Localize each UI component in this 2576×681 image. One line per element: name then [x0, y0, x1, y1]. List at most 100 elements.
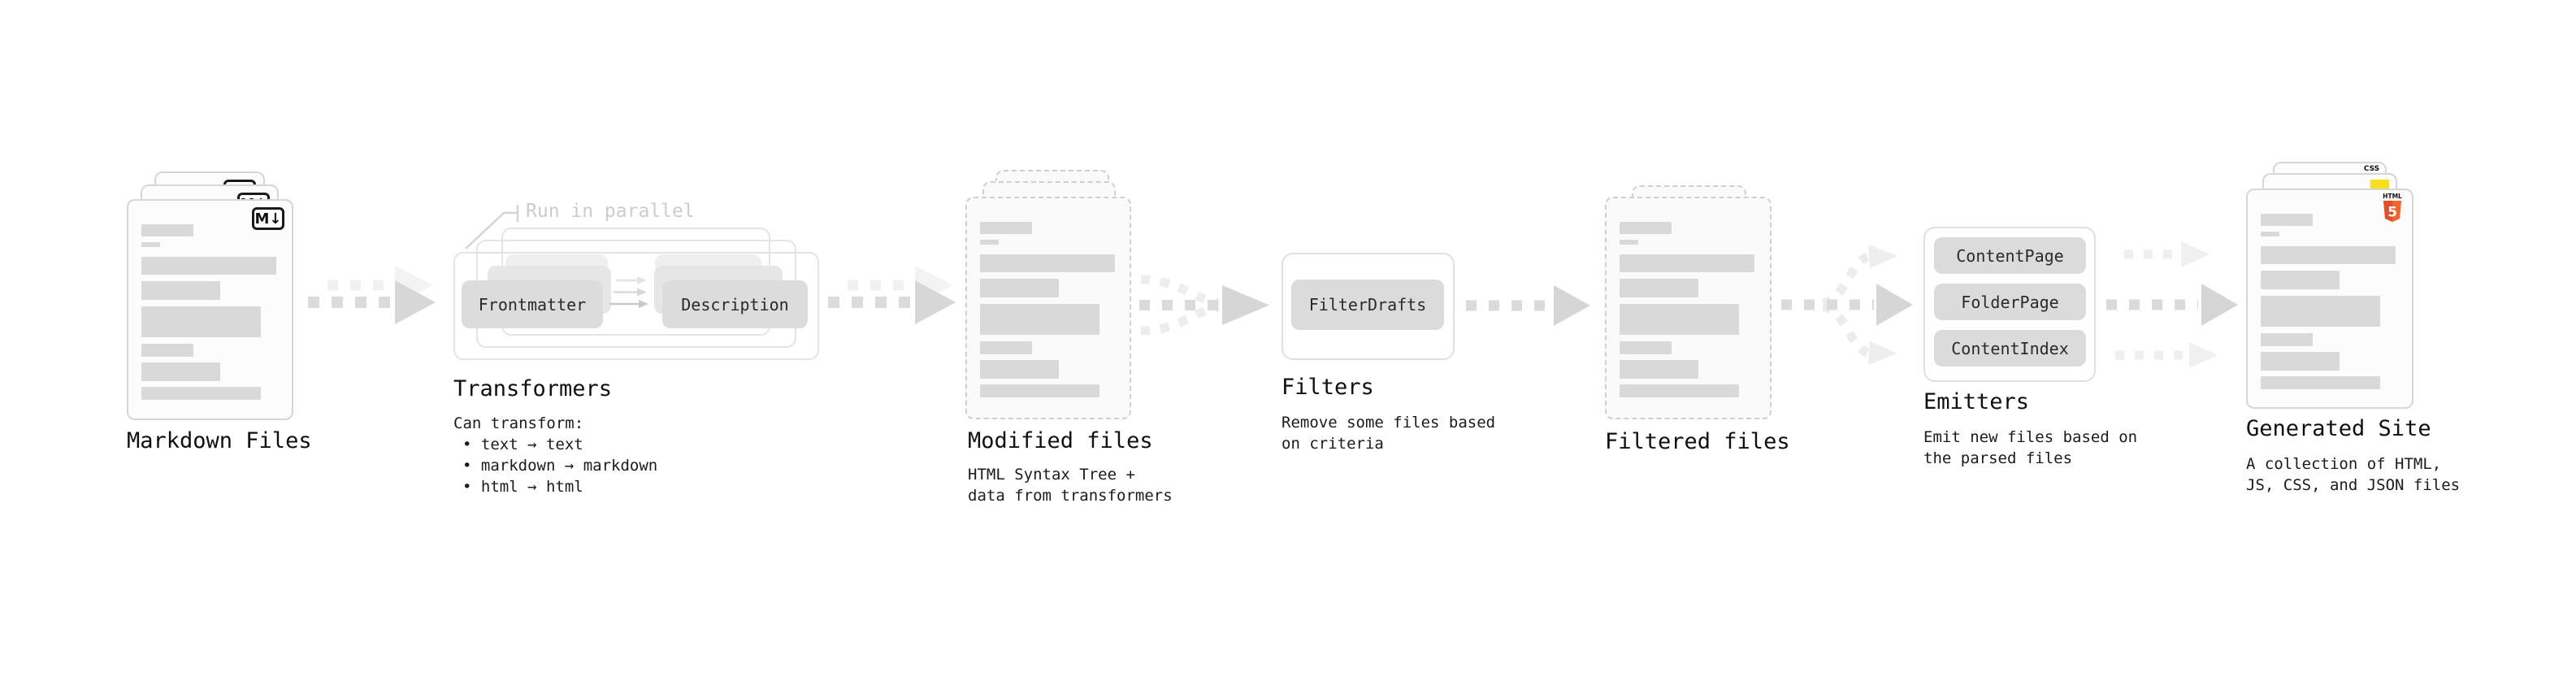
- doc-line: [141, 344, 193, 357]
- contentpage-chip: ContentPage: [1934, 237, 2086, 274]
- doc-line: [980, 341, 1032, 354]
- arrowhead: [1222, 285, 1269, 325]
- transform-bullet: • markdown → markdown: [462, 457, 658, 475]
- doc-line: [1620, 279, 1698, 297]
- folderpage-chip: FolderPage: [1934, 284, 2086, 320]
- css-icon-label: CSS: [2363, 165, 2380, 173]
- site-file-html: HTML 5: [2246, 189, 2413, 409]
- filters-subtitle: Remove some files based on criteria: [1281, 412, 1495, 454]
- doc-line: [980, 279, 1059, 297]
- run-in-parallel-callout-line: [465, 205, 519, 249]
- svg-text:HTML: HTML: [2383, 193, 2402, 200]
- transform-bullet: • text → text: [462, 436, 583, 453]
- doc-line: [2261, 232, 2279, 236]
- transformers-bullets: • text → text • markdown → markdown • ht…: [462, 434, 657, 497]
- doc-line: [2261, 271, 2340, 289]
- flow-arrow-filters-to-filtered: [1466, 285, 1590, 326]
- markdown-files-title: Markdown Files: [127, 428, 312, 453]
- flow-arrow-transformers-to-modified: [828, 266, 956, 324]
- generated-site-title: Generated Site: [2246, 416, 2431, 441]
- doc-line: [980, 222, 1032, 234]
- markdown-icon: M↓: [252, 207, 284, 230]
- flow-arrow-markdown-to-transformers: [308, 266, 436, 324]
- doc-line: [2261, 352, 2340, 371]
- subtitle-line: the parsed files: [1923, 449, 2073, 467]
- filterdrafts-chip: FilterDrafts: [1291, 280, 1444, 330]
- subtitle-line: Remove some files based: [1281, 414, 1496, 432]
- subtitle-line: A collection of HTML,: [2246, 455, 2442, 473]
- doc-line: [2261, 296, 2380, 327]
- subtitle-line: HTML Syntax Tree +: [968, 466, 1135, 484]
- doc-line: [141, 281, 220, 300]
- filtered-files-title: Filtered files: [1605, 429, 1790, 454]
- doc-line: [2261, 214, 2313, 226]
- transformer-stack-box-front: [453, 252, 819, 360]
- doc-line: [2261, 333, 2313, 346]
- doc-line: [1620, 384, 1739, 397]
- doc-line: [980, 240, 999, 245]
- markdown-icon-label: M↓: [254, 210, 282, 228]
- parallel-mini-arrows: [609, 276, 648, 308]
- doc-line: [141, 224, 193, 236]
- modified-files-title: Modified files: [968, 428, 1153, 453]
- doc-line: [1620, 240, 1638, 245]
- doc-line: [1620, 341, 1672, 354]
- arrowhead: [2201, 284, 2238, 326]
- arrowhead: [1876, 284, 1913, 326]
- contentindex-chip: ContentIndex: [1934, 330, 2086, 367]
- svg-text:5: 5: [2387, 205, 2397, 221]
- subtitle-line: data from transformers: [968, 487, 1173, 505]
- arrowhead: [1554, 285, 1590, 326]
- folderpage-chip-label: FolderPage: [1961, 292, 2059, 312]
- flow-arrow-filtered-to-emitters: [1781, 245, 1913, 365]
- arrowhead: [915, 280, 956, 324]
- description-chip: Description: [662, 280, 808, 328]
- doc-content-placeholder: [980, 222, 1117, 397]
- flow-arrow-emitters-to-site: [2106, 241, 2238, 368]
- contentindex-chip-label: ContentIndex: [1951, 338, 2069, 358]
- subtitle-line: Emit new files based on: [1923, 428, 2138, 446]
- doc-line: [141, 387, 261, 400]
- html5-icon: HTML 5: [2383, 193, 2402, 222]
- frontmatter-chip-label: Frontmatter: [478, 294, 587, 314]
- arrowhead: [1868, 341, 1897, 365]
- doc-content-placeholder: [1620, 222, 1757, 397]
- doc-line: [980, 304, 1099, 335]
- subtitle-line: on criteria: [1281, 435, 1384, 453]
- subtitle-line: JS, CSS, and JSON files: [2246, 476, 2461, 494]
- frontmatter-chip: Frontmatter: [462, 280, 603, 328]
- doc-line: [141, 257, 276, 275]
- js-file-icon: [2370, 180, 2389, 189]
- doc-content-placeholder: [141, 224, 279, 400]
- filtered-file-front: [1605, 197, 1772, 419]
- transform-bullet: • html → html: [462, 478, 583, 496]
- arrowhead: [1868, 245, 1897, 268]
- modified-files-subtitle: HTML Syntax Tree + data from transformer…: [968, 464, 1173, 506]
- arrowhead: [2189, 342, 2218, 368]
- doc-line: [141, 362, 220, 381]
- doc-line: [980, 360, 1059, 379]
- contentpage-chip-label: ContentPage: [1956, 245, 2064, 266]
- doc-line: [1620, 360, 1698, 379]
- doc-line: [1620, 304, 1739, 335]
- filters-title: Filters: [1281, 375, 1374, 400]
- doc-line: [980, 254, 1115, 272]
- arrowhead: [395, 280, 436, 324]
- transformers-subtitle: Can transform:: [453, 414, 584, 432]
- doc-line: [1620, 254, 1754, 272]
- doc-line: [1620, 222, 1672, 234]
- emitters-title: Emitters: [1923, 389, 2030, 414]
- generated-site-subtitle: A collection of HTML, JS, CSS, and JSON …: [2246, 453, 2460, 496]
- doc-line: [141, 242, 160, 247]
- markdown-file-front: M↓: [127, 199, 293, 420]
- flow-arrow-modified-to-filters: [1139, 275, 1269, 336]
- doc-content-placeholder: [2261, 214, 2399, 389]
- doc-line: [2261, 376, 2380, 389]
- run-in-parallel-annotation: Run in parallel: [526, 201, 695, 222]
- doc-line: [2261, 246, 2396, 264]
- modified-file-front: [965, 197, 1131, 419]
- doc-line: [980, 384, 1099, 397]
- transformers-title: Transformers: [453, 376, 613, 401]
- emitters-subtitle: Emit new files based on the parsed files: [1923, 427, 2137, 469]
